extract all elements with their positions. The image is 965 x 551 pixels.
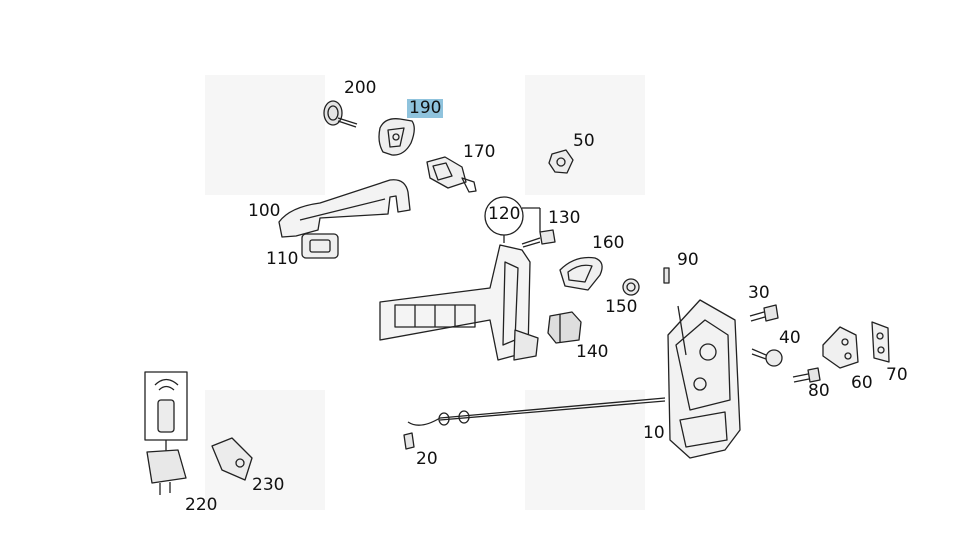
label-70: 70 xyxy=(886,365,908,385)
label-190: 190 xyxy=(407,98,444,118)
label-220: 220 xyxy=(185,495,218,515)
part-170-cylinder xyxy=(426,156,477,193)
part-40-screw xyxy=(751,348,783,367)
part-90-pin xyxy=(663,267,670,284)
label-130: 130 xyxy=(548,208,581,228)
label-140: 140 xyxy=(576,342,609,362)
label-110: 110 xyxy=(266,249,299,269)
label-40: 40 xyxy=(779,328,801,348)
label-90: 90 xyxy=(677,250,699,270)
part-220-module xyxy=(144,371,188,495)
label-10: 10 xyxy=(643,423,665,443)
part-70-plate xyxy=(871,321,890,363)
part-110-gasket xyxy=(301,233,339,259)
part-20-cable xyxy=(403,397,666,450)
part-10-latch xyxy=(667,299,741,459)
label-60: 60 xyxy=(851,373,873,393)
part-200-cap xyxy=(323,100,358,128)
part-160-seal xyxy=(559,256,603,291)
part-130-screw xyxy=(521,229,556,248)
background-panels xyxy=(205,75,645,510)
label-100: 100 xyxy=(248,201,281,221)
part-120-callout xyxy=(484,196,541,243)
part-carrier-frame xyxy=(379,244,539,361)
part-30-bolt xyxy=(749,304,779,322)
part-150-plug xyxy=(622,278,640,296)
part-60-bracket xyxy=(822,326,859,369)
part-190-cover xyxy=(378,118,415,156)
part-100-handle xyxy=(278,179,411,238)
label-20: 20 xyxy=(416,449,438,469)
label-30: 30 xyxy=(748,283,770,303)
label-170: 170 xyxy=(463,142,496,162)
part-140-block xyxy=(547,311,582,344)
label-80: 80 xyxy=(808,381,830,401)
label-150: 150 xyxy=(605,297,638,317)
part-80-bolt xyxy=(792,367,821,383)
label-230: 230 xyxy=(252,475,285,495)
part-50-clip xyxy=(548,149,574,174)
part-230-sensor xyxy=(211,437,253,481)
label-50: 50 xyxy=(573,131,595,151)
label-160: 160 xyxy=(592,233,625,253)
label-120: 120 xyxy=(488,204,521,224)
label-200: 200 xyxy=(344,78,377,98)
